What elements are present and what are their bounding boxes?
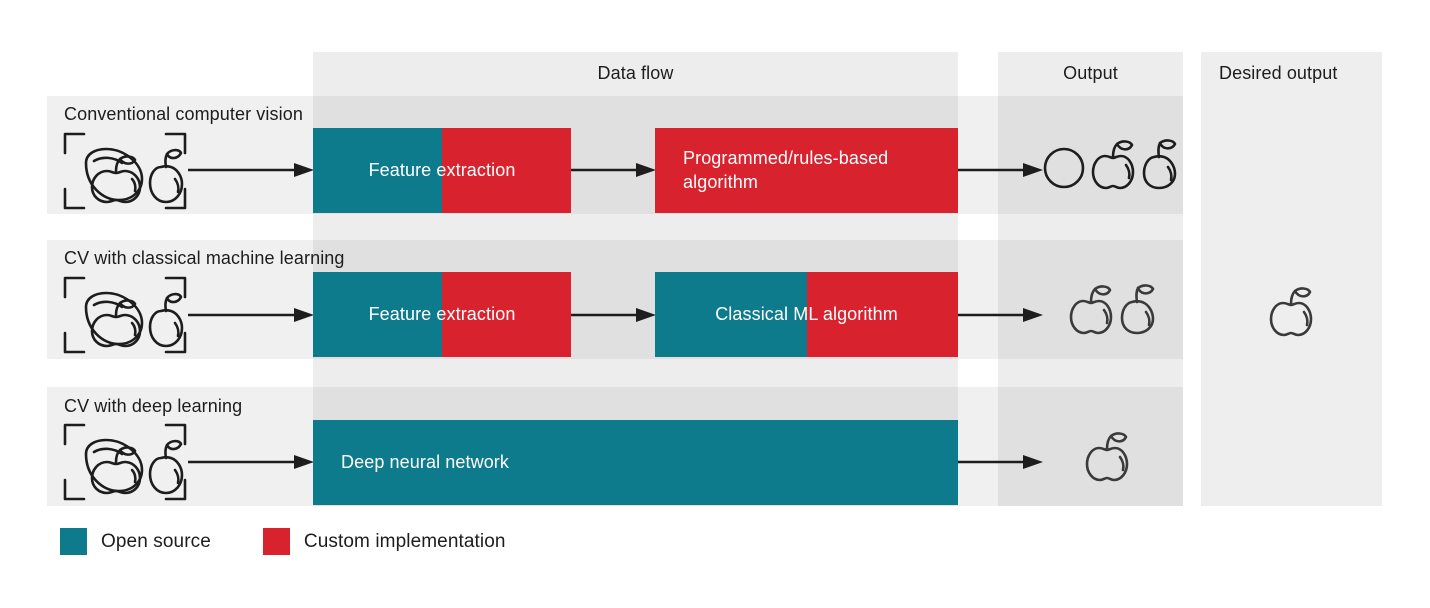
legend-swatch-custom-implementation <box>262 528 290 555</box>
output-icons-conventional <box>1040 138 1182 190</box>
row-band-overlap-output <box>998 96 1183 214</box>
arrow-input-to-feature-extraction <box>188 307 314 323</box>
apple-icon <box>1269 287 1313 337</box>
pear-icon <box>1120 284 1155 335</box>
output-icons-classical-ml <box>1068 283 1160 335</box>
legend-label-open-source: Open source <box>101 530 211 552</box>
circle-icon <box>1043 147 1085 189</box>
stage-label: Classical ML algorithm <box>715 303 898 324</box>
stage-half-open-source <box>655 272 807 357</box>
legend-item-custom-implementation: Custom implementation <box>262 528 506 555</box>
arrow-algorithm-to-output <box>958 162 1043 178</box>
stage-box-deep-neural-network[interactable]: Deep neural network <box>313 420 958 505</box>
legend-swatch-open-source <box>60 528 87 555</box>
stage-half-custom-implementation <box>806 272 958 357</box>
stage-half-open-source <box>313 420 958 505</box>
stage-box-classical-ml-algorithm[interactable]: Classical ML algorithm <box>655 272 958 357</box>
fruit-bundle-scan-icon <box>62 131 188 211</box>
stage-box-programmed-rules-based-algorithm[interactable]: Programmed/rules-based algorithm <box>655 128 958 213</box>
apple-icon <box>1091 140 1135 190</box>
fruit-bundle-scan-icon <box>62 275 188 355</box>
arrow-feature-extraction-to-algorithm <box>571 307 656 323</box>
fruit-bundle-scan-icon <box>62 422 188 502</box>
stage-label: Feature extraction <box>368 303 516 324</box>
stage-half-custom-implementation <box>655 128 958 213</box>
row-band-classical-ml <box>47 240 1183 359</box>
stage-half-open-source <box>313 128 442 213</box>
column-header-desired-output: Desired output <box>1219 63 1338 83</box>
stage-label: Feature extraction <box>368 159 516 180</box>
output-icons-deep-learning <box>1084 430 1130 482</box>
row-title-conventional: Conventional computer vision <box>64 104 303 124</box>
apple-icon <box>1085 432 1129 482</box>
stage-half-custom-implementation <box>442 272 571 357</box>
stage-label: Deep neural network <box>341 451 509 472</box>
arrow-algorithm-to-output <box>958 307 1043 323</box>
arrow-feature-extraction-to-algorithm <box>571 162 656 178</box>
arrow-input-to-deep-neural-network <box>188 454 314 470</box>
column-header-data-flow: Data flow <box>597 63 674 83</box>
legend-item-open-source: Open source <box>60 528 211 555</box>
desired-output-icons <box>1268 285 1314 337</box>
stage-box-feature-extraction[interactable]: Feature extraction <box>313 128 571 213</box>
column-band-desired-output <box>1201 52 1382 506</box>
stage-half-custom-implementation <box>442 128 571 213</box>
legend: Open source Custom implementation <box>60 528 506 555</box>
row-title-deep-learning: CV with deep learning <box>64 396 243 416</box>
arrow-input-to-feature-extraction <box>188 162 314 178</box>
legend-label-custom-implementation: Custom implementation <box>303 530 506 552</box>
stage-box-feature-extraction[interactable]: Feature extraction <box>313 272 571 357</box>
pear-icon <box>1142 139 1177 190</box>
apple-icon <box>1069 285 1113 335</box>
column-header-output: Output <box>1063 63 1118 83</box>
row-title-classical-ml: CV with classical machine learning <box>64 248 345 268</box>
stage-half-open-source <box>313 272 442 357</box>
arrow-deep-neural-network-to-output <box>958 454 1043 470</box>
stage-label: Programmed/rules-based algorithm <box>683 147 889 192</box>
row-band-overlap-output <box>998 387 1183 506</box>
